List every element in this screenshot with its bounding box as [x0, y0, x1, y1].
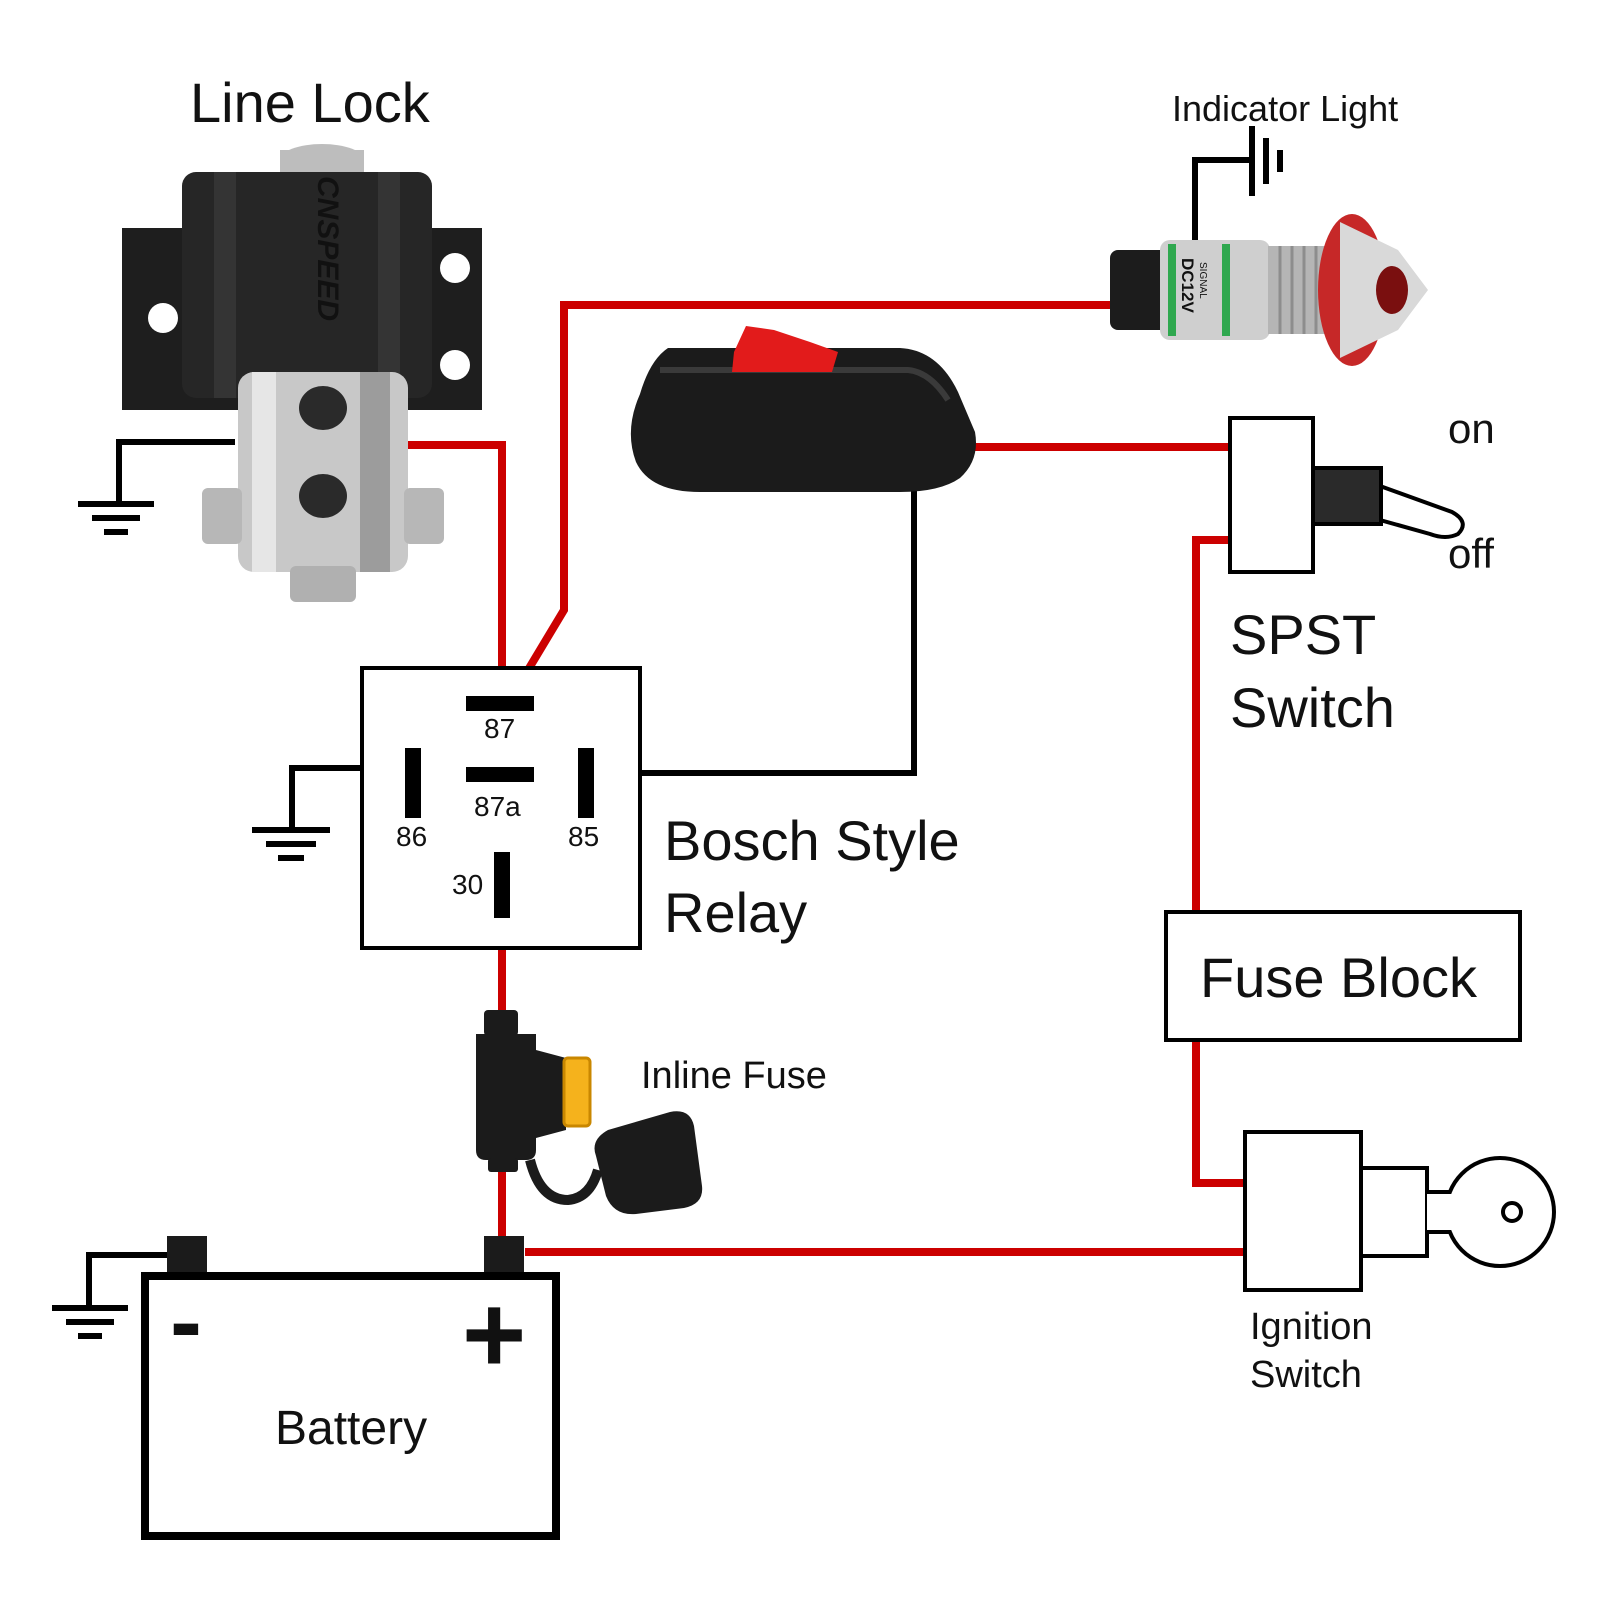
relay-pin-85 — [578, 748, 594, 818]
line-lock-bottom-nut — [290, 566, 356, 602]
blade-fuse-icon — [562, 1056, 592, 1128]
wire-spst-to-fuseblock — [1192, 536, 1230, 912]
inline-fuse — [476, 1010, 703, 1215]
inline-fuse-label: Inline Fuse — [641, 1055, 827, 1097]
bracket-hole — [440, 350, 470, 380]
wire-rocker-to-relay85 — [592, 488, 917, 776]
key-hole — [1501, 1201, 1523, 1223]
valve-port — [299, 386, 347, 430]
rocker-switch-housing — [630, 348, 976, 492]
battery-neg-symbol: - — [170, 1268, 202, 1375]
ignition-switch — [1243, 1130, 1556, 1292]
ground-symbol-icon — [252, 827, 330, 861]
valve-fitting — [202, 488, 242, 544]
line-lock-label: Line Lock — [190, 71, 431, 134]
relay-pin-87a — [466, 767, 534, 782]
wire-linelock-ground — [116, 439, 235, 502]
indicator-light: DC12V SIGNAL — [1110, 214, 1428, 366]
relay-pin-87-label: 87 — [484, 713, 515, 744]
relay-pin-30 — [494, 852, 510, 918]
spst-label-2: Switch — [1230, 676, 1395, 739]
battery-pos-terminal — [484, 1236, 524, 1276]
inline-fuse-strap — [525, 1158, 603, 1206]
battery-neg-terminal — [167, 1236, 207, 1276]
indicator-light-label: Indicator Light — [1172, 88, 1398, 129]
ground-wires — [86, 157, 1250, 1306]
spst-label-1: SPST — [1230, 603, 1376, 666]
inline-fuse-holder — [476, 1034, 566, 1160]
valve-fitting — [404, 488, 444, 544]
bosch-relay: 87 87a 86 85 30 — [360, 666, 642, 950]
indicator-barrel — [1160, 240, 1270, 340]
spst-switch-body — [1228, 416, 1315, 574]
battery-label: Battery — [275, 1402, 427, 1455]
fuse-block-box — [1164, 910, 1522, 1042]
wire-battery-neg-ground — [86, 1252, 170, 1306]
relay-label-2: Relay — [664, 881, 807, 944]
ground-symbol-icon — [1249, 126, 1283, 196]
ignition-label-2: Switch — [1250, 1354, 1362, 1396]
spst-switch — [1228, 416, 1465, 574]
ground-symbol-icon — [78, 501, 154, 535]
spst-switch-nut — [1311, 466, 1383, 526]
indicator-lens — [1376, 266, 1408, 314]
valve-port — [299, 474, 347, 518]
wire-indicator-ground — [1192, 157, 1250, 262]
toggle-lever-icon — [1378, 483, 1465, 539]
spst-on-label: on — [1448, 405, 1495, 452]
indicator-print-2: SIGNAL — [1197, 262, 1208, 299]
relay-pin-86-label: 86 — [396, 821, 427, 852]
spst-off-label: off — [1448, 530, 1494, 577]
ignition-label-1: Ignition — [1250, 1306, 1373, 1348]
ground-symbol-icon — [52, 1305, 128, 1339]
relay-pin-86 — [405, 748, 421, 818]
relay-pin-87a-label: 87a — [474, 791, 521, 822]
line-lock-coil — [182, 172, 432, 398]
bracket-hole — [440, 253, 470, 283]
line-lock-solenoid: CNSPEED — [122, 144, 482, 602]
line-lock-brand: CNSPEED — [311, 176, 344, 321]
fuse-block: Fuse Block — [1164, 910, 1522, 1042]
bracket-hole — [148, 303, 178, 333]
inline-fuse-cap — [594, 1111, 703, 1215]
relay-label-1: Bosch Style — [664, 809, 960, 872]
rocker-switch-button — [732, 326, 838, 372]
fuse-block-label: Fuse Block — [1200, 946, 1478, 1009]
wire-indicator-to-relay-87 — [506, 301, 1140, 703]
wire-fuseblock-to-ignition — [1192, 1040, 1245, 1187]
ignition-switch-barrel — [1359, 1166, 1429, 1258]
relay-pin-30-label: 30 — [452, 869, 483, 900]
relay-pin-85-label: 85 — [568, 821, 599, 852]
battery: - + Battery — [141, 1236, 560, 1540]
battery-pos-symbol: + — [462, 1273, 526, 1396]
indicator-print-1: DC12V — [1178, 258, 1197, 313]
battery-body — [141, 1272, 560, 1540]
indicator-connector — [1110, 250, 1170, 330]
ignition-switch-body — [1243, 1130, 1363, 1292]
relay-pin-87 — [466, 696, 534, 711]
rocker-switch — [630, 326, 976, 492]
wire-linelock-to-relay-87 — [405, 441, 506, 700]
